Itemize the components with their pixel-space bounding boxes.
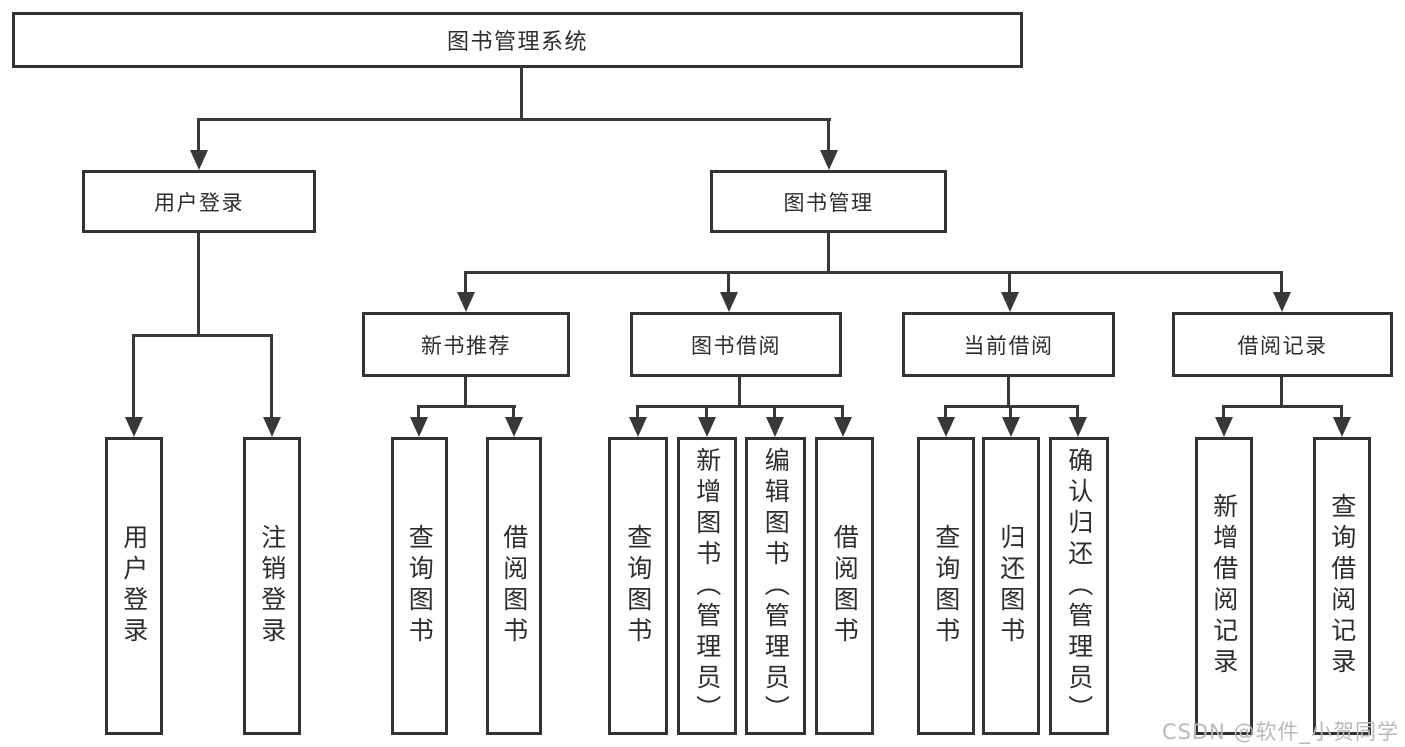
arrowhead-down-icon: [629, 417, 647, 437]
connector-line: [197, 118, 200, 154]
leaf-query-books-borrowing-label: 查询图书: [623, 524, 653, 648]
leaf-query-borrow-record: 查询借阅记录: [1313, 437, 1371, 735]
leaf-query-books-newbook: 查询图书: [391, 437, 448, 735]
node-book-management-label: 图书管理: [783, 190, 874, 215]
connector-line: [197, 231, 200, 336]
connector-line: [827, 118, 830, 154]
csdn-watermark: CSDN @软件_小贺同学: [1161, 720, 1399, 744]
leaf-logout-label: 注销登录: [257, 524, 287, 648]
connector-line: [636, 405, 844, 408]
node-new-book-recommendation: 新书推荐: [362, 312, 570, 377]
connector-line: [1223, 405, 1342, 408]
arrowhead-down-icon: [1001, 292, 1019, 312]
arrowhead-down-icon: [263, 417, 281, 437]
leaf-query-books-borrowing: 查询图书: [608, 437, 668, 735]
leaf-query-borrow-record-label: 查询借阅记录: [1327, 493, 1357, 679]
connector-line: [1008, 271, 1011, 296]
connector-line: [132, 334, 135, 420]
connector-line: [133, 334, 273, 337]
connector-line: [705, 405, 708, 420]
arrowhead-down-icon: [125, 417, 143, 437]
node-borrowing-records: 借阅记录: [1172, 312, 1393, 377]
leaf-user-login-label: 用户登录: [119, 524, 149, 648]
leaf-return-books: 归还图书: [982, 437, 1040, 735]
connector-line: [1280, 375, 1283, 407]
arrowhead-down-icon: [457, 292, 475, 312]
connector-line: [198, 118, 831, 121]
connector-line: [1076, 405, 1079, 420]
connector-line: [773, 405, 776, 420]
node-new-book-recommendation-label: 新书推荐: [421, 333, 511, 358]
connector-line: [417, 405, 420, 420]
arrowhead-down-icon: [1273, 292, 1291, 312]
node-borrowing-records-label: 借阅记录: [1237, 333, 1328, 358]
connector-line: [464, 271, 467, 296]
node-book-management: 图书管理: [710, 170, 947, 233]
arrowhead-down-icon: [1215, 417, 1233, 437]
leaf-confirm-return-admin: 确认归还（管理员）: [1049, 437, 1109, 735]
arrowhead-down-icon: [698, 417, 716, 437]
connector-line: [1280, 271, 1283, 296]
connector-line: [738, 375, 741, 407]
leaf-borrow-books-newbook: 借阅图书: [486, 437, 542, 735]
arrowhead-down-icon: [410, 417, 428, 437]
connector-line: [270, 334, 273, 420]
arrowhead-down-icon: [937, 417, 955, 437]
node-root-label: 图书管理系统: [446, 30, 588, 55]
connector-line: [1007, 375, 1010, 407]
node-book-borrowing-label: 图书借阅: [691, 333, 781, 358]
connector-line: [520, 66, 523, 120]
connector-line: [1222, 405, 1225, 420]
arrowhead-down-icon: [1333, 417, 1351, 437]
node-user-login-label: 用户登录: [154, 190, 244, 215]
leaf-borrow-books: 借阅图书: [815, 437, 874, 735]
arrowhead-down-icon: [190, 150, 208, 170]
arrowhead-down-icon: [720, 292, 738, 312]
connector-line: [465, 271, 1283, 274]
connector-line: [841, 405, 844, 420]
node-book-borrowing: 图书借阅: [630, 312, 842, 377]
connector-line: [827, 231, 830, 273]
node-root: 图书管理系统: [12, 12, 1023, 68]
leaf-borrow-books-label: 借阅图书: [830, 524, 860, 648]
arrowhead-down-icon: [766, 417, 784, 437]
connector-line: [944, 405, 947, 420]
connector-line: [464, 375, 467, 407]
node-current-borrowing: 当前借阅: [902, 312, 1115, 377]
connector-line: [1340, 405, 1343, 420]
connector-line: [512, 405, 515, 420]
leaf-logout: 注销登录: [243, 437, 301, 735]
leaf-add-borrow-record-label: 新增借阅记录: [1209, 493, 1239, 679]
arrowhead-down-icon: [1002, 417, 1020, 437]
connector-line: [418, 405, 516, 408]
leaf-query-books-current-label: 查询图书: [931, 524, 961, 648]
leaf-return-books-label: 归还图书: [996, 524, 1026, 648]
arrowhead-down-icon: [834, 417, 852, 437]
arrowhead-down-icon: [820, 150, 838, 170]
leaf-add-books-admin: 新增图书（管理员）: [677, 437, 737, 735]
arrowhead-down-icon: [1069, 417, 1087, 437]
node-current-borrowing-label: 当前借阅: [963, 333, 1054, 358]
leaf-confirm-return-admin-label: 确认归还（管理员）: [1064, 446, 1094, 726]
leaf-edit-books-admin-label: 编辑图书（管理员）: [761, 446, 791, 726]
leaf-query-books-current: 查询图书: [917, 437, 975, 735]
leaf-add-borrow-record: 新增借阅记录: [1195, 437, 1253, 735]
leaf-borrow-books-newbook-label: 借阅图书: [499, 524, 529, 648]
arrowhead-down-icon: [505, 417, 523, 437]
leaf-add-books-admin-label: 新增图书（管理员）: [692, 446, 722, 726]
connector-line: [727, 271, 730, 296]
connector-line: [636, 405, 639, 420]
leaf-edit-books-admin: 编辑图书（管理员）: [745, 437, 806, 735]
leaf-user-login: 用户登录: [105, 437, 163, 735]
node-user-login: 用户登录: [82, 170, 316, 233]
leaf-query-books-newbook-label: 查询图书: [405, 524, 435, 648]
connector-line: [1009, 405, 1012, 420]
